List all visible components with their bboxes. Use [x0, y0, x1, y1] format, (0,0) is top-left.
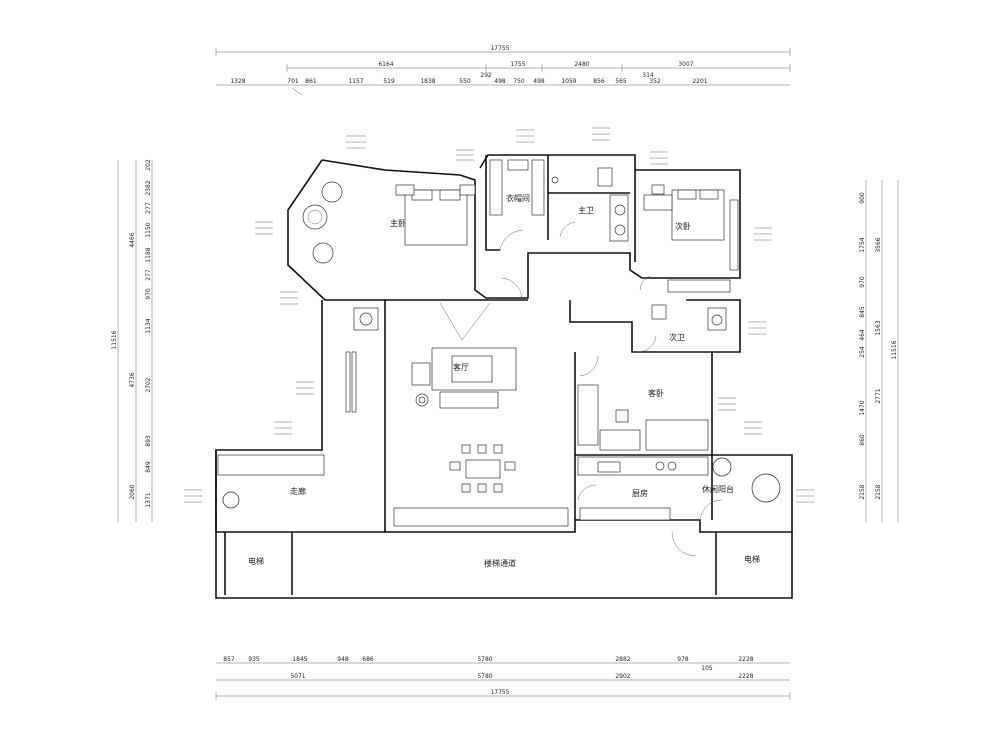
dim-top-mid-2: 1755	[510, 61, 525, 68]
dim-left-detail-10: 893	[145, 435, 152, 447]
right-dimensions: 900 1754 970 845 464 254 1470 860 2158 3…	[859, 180, 899, 522]
room-label-walk-in-closet: 衣帽间	[506, 193, 530, 203]
dim-left-total: 11516	[111, 330, 118, 349]
dim-top-detail-4: 1157	[348, 78, 363, 85]
dim-right-mid-1: 3566	[875, 237, 882, 252]
dim-right-mid-3: 2771	[875, 388, 882, 403]
dim-right-detail-4: 845	[859, 306, 866, 318]
dim-right-total: 11516	[891, 340, 898, 359]
dim-left-detail-1: 202	[145, 159, 152, 171]
room-labels: 主卧 衣帽间 主卫 次卧 次卫 客厅 客卧 走廊 厨房 休闲阳台 电梯 电梯 楼…	[248, 193, 760, 568]
dim-left-detail-3: 277	[145, 202, 152, 214]
dim-top-detail-11: 498	[533, 78, 545, 85]
dim-bottom-mid-2: 5780	[477, 673, 492, 680]
dim-right-detail-9: 2158	[859, 484, 866, 499]
dim-top-detail-9: 498	[494, 78, 506, 85]
room-label-leisure-balcony: 休闲阳台	[702, 484, 734, 494]
dim-top-mid-4: 3007	[678, 61, 693, 68]
dim-right-detail-3: 970	[859, 276, 866, 288]
room-label-elevator-right: 电梯	[744, 554, 760, 564]
room-label-elevator-left: 电梯	[248, 556, 264, 566]
dim-left-detail-12: 1371	[145, 492, 152, 507]
dim-bottom-small: 105	[701, 665, 713, 672]
dim-bottom-total: 17755	[490, 689, 509, 696]
dim-top-detail-6: 1838	[420, 78, 435, 85]
dim-top-detail-5: 519	[383, 78, 395, 85]
dim-top-mid-1: 6164	[378, 61, 393, 68]
room-label-guest-bedroom: 客卧	[648, 388, 664, 398]
dim-top-detail-16: 352	[649, 78, 661, 85]
dim-left-detail-2: 2382	[145, 180, 152, 195]
dim-left-mid-1: 4466	[129, 232, 136, 247]
dim-left-detail-4: 1150	[145, 222, 152, 237]
bottom-dimensions: 857 935 1845 948 686 5780 2882 978 2228 …	[215, 656, 791, 700]
dim-top-mid-3: 2480	[574, 61, 589, 68]
room-label-stair-corridor: 楼梯通道	[484, 558, 516, 568]
furniture	[217, 159, 781, 557]
dim-bottom-detail-8: 978	[677, 656, 689, 663]
dim-bottom-detail-7: 2882	[615, 656, 630, 663]
dim-right-mid-2: 1563	[875, 320, 882, 335]
dim-right-detail-1: 900	[859, 192, 866, 204]
dim-top-detail-1: 1328	[230, 78, 245, 85]
dim-top-total: 17755	[490, 45, 509, 52]
dim-right-detail-2: 1754	[859, 237, 866, 252]
room-label-living-room: 客厅	[453, 362, 469, 372]
dim-bottom-detail-4: 948	[337, 656, 349, 663]
room-label-corridor: 走廊	[290, 486, 306, 496]
room-label-second-bath: 次卫	[669, 332, 685, 342]
dim-left-mid-3: 2060	[129, 484, 136, 499]
dim-bottom-detail-1: 857	[223, 656, 235, 663]
dim-left-detail-5: 1188	[145, 247, 152, 262]
dim-right-detail-6: 254	[859, 346, 866, 358]
dim-left-detail-9: 2702	[145, 377, 152, 392]
dim-right-detail-7: 1470	[859, 400, 866, 415]
dim-top-detail-8: 292	[480, 72, 492, 79]
walls	[215, 154, 793, 599]
dim-top-detail-3: 861	[305, 78, 317, 85]
top-dimensions: 17755 6164 1755 2480 3007 1328 701 861 1…	[215, 45, 791, 96]
room-label-second-bedroom: 次卧	[675, 221, 691, 231]
dim-left-mid-2: 4736	[129, 372, 136, 387]
room-label-master-bedroom: 主卧	[390, 218, 406, 228]
dim-top-detail-14: 565	[615, 78, 627, 85]
dim-top-detail-13: 856	[593, 78, 605, 85]
dim-bottom-mid-4: 2228	[738, 673, 753, 680]
dim-bottom-detail-3: 1845	[292, 656, 307, 663]
dim-bottom-detail-2: 935	[248, 656, 260, 663]
dim-top-detail-17: 2201	[692, 78, 707, 85]
dim-left-detail-6: 277	[145, 269, 152, 281]
left-dimensions: 11516 4466 4736 2060 202 2382 277 1150 1…	[111, 159, 153, 522]
dim-left-detail-8: 1134	[145, 318, 152, 333]
dim-top-detail-12: 1059	[561, 78, 576, 85]
dim-top-detail-15: 314	[642, 72, 654, 79]
dim-right-detail-5: 464	[859, 329, 866, 341]
dim-left-detail-7: 970	[145, 288, 152, 300]
dim-bottom-detail-5: 686	[362, 656, 374, 663]
dim-top-detail-10: 750	[513, 78, 525, 85]
dim-bottom-mid-3: 2902	[615, 673, 630, 680]
dim-bottom-mid-1: 5071	[290, 673, 305, 680]
room-label-kitchen: 厨房	[632, 488, 648, 498]
dim-left-detail-11: 849	[145, 461, 152, 473]
room-label-master-bath: 主卫	[578, 205, 594, 215]
dim-bottom-detail-9: 2228	[738, 656, 753, 663]
dim-top-detail-7: 550	[459, 78, 471, 85]
dim-bottom-detail-6: 5780	[477, 656, 492, 663]
dim-top-detail-2: 701	[287, 78, 299, 85]
small-annotations	[184, 127, 814, 503]
dim-right-mid-4: 2158	[875, 484, 882, 499]
dim-right-detail-8: 860	[859, 434, 866, 446]
